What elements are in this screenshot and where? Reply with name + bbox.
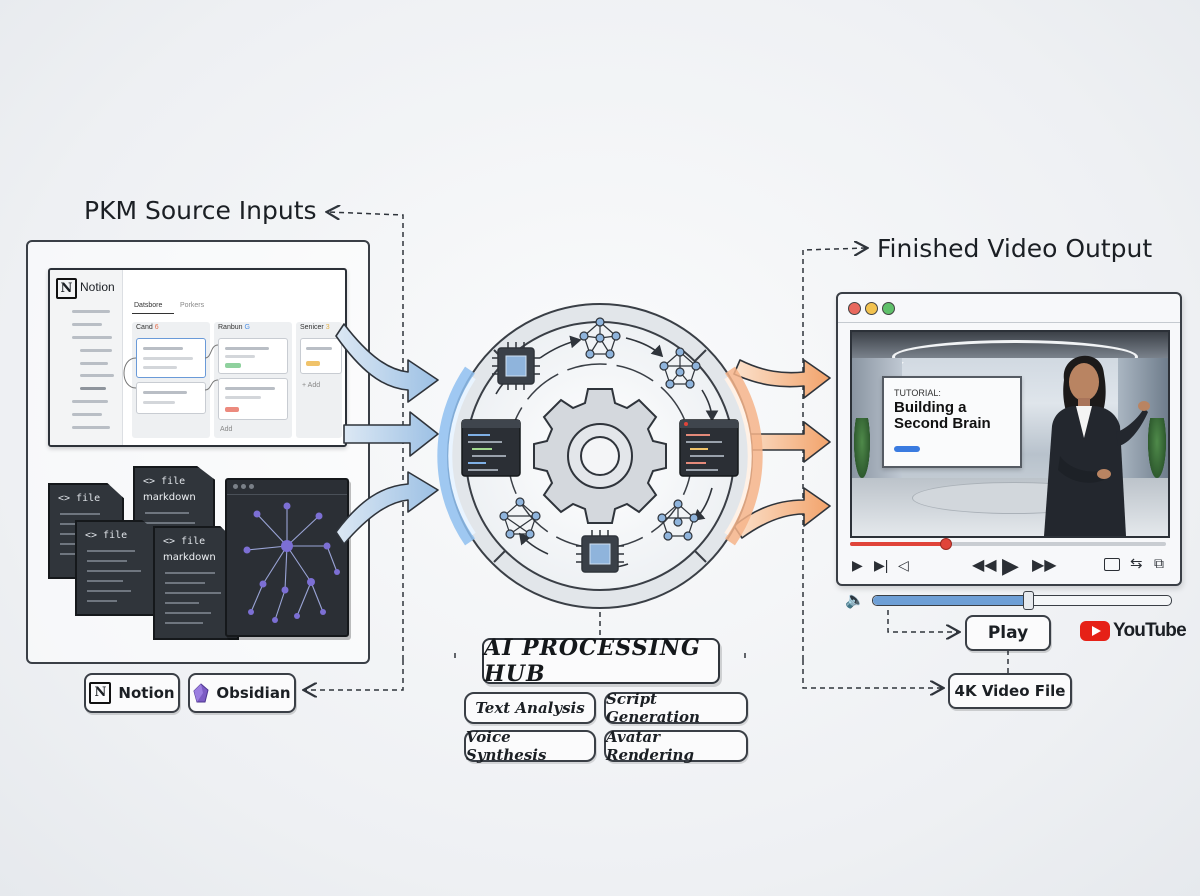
output-arrows [733,359,831,539]
youtube-logo: YouTube [1080,620,1187,642]
neural-network-icon [657,499,699,541]
plant-decoration [854,418,870,478]
capability-voice-synthesis: Voice Synthesis [464,728,596,764]
volume-handle[interactable] [1022,591,1034,610]
notion-logo-icon: N [89,682,112,704]
kanban-count: G [244,324,250,331]
tag-notion[interactable]: N Notion [84,673,180,713]
capability-script-generation: Script Generation [604,690,748,726]
video-player-window: TUTORIAL: Building a Second Brain ▶ ▶| ◁… [836,292,1182,586]
playback-progress-bar[interactable] [850,538,1166,550]
file-doc-title: <> file [163,536,206,547]
kanban-column-name: Cand [136,324,153,331]
neural-network-icon [659,347,701,389]
tag-obsidian[interactable]: Obsidian [188,673,296,713]
play-small-icon[interactable]: ▶ [852,557,863,573]
capability-avatar-rendering: Avatar Rendering [604,728,748,764]
volume-slider[interactable] [872,591,1172,610]
file-doc-subtitle: markdown [163,552,216,563]
capability-text-analysis: Text Analysis [464,692,596,724]
neural-network-icon [499,497,541,539]
output-arrow-top [733,359,831,399]
slide-title-line1: Building a [894,399,967,416]
slide-kicker: TUTORIAL: [894,388,941,398]
obsidian-graph-window [225,478,349,637]
window-minimize-icon[interactable] [865,302,878,315]
window-maximize-icon[interactable] [882,302,895,315]
kanban-card[interactable] [218,378,288,420]
play-pause-icon[interactable]: ▶ [1002,553,1019,578]
notion-app-name: Notion [80,280,115,294]
plant-decoration [1148,418,1166,478]
kanban-add-link[interactable]: + Add [302,382,321,389]
youtube-wordmark: YouTube [1113,620,1187,641]
volume-icon[interactable]: 🔈 [845,592,865,609]
notion-sidebar [50,270,123,445]
code-window-icon [679,419,739,477]
hub-title: AI PROCESSING HUB [484,635,701,687]
kanban-card[interactable] [300,338,342,374]
kanban-connectors [123,344,219,391]
window-close-icon[interactable] [848,302,861,315]
video-frame[interactable]: TUTORIAL: Building a Second Brain [850,330,1170,538]
kanban-card[interactable] [136,338,206,378]
playback-scrubber-handle[interactable] [939,538,952,550]
neural-network-icon [579,317,621,359]
kanban-count: 3 [325,324,330,331]
kanban-count: 6 [154,324,159,331]
youtube-play-icon [1080,621,1110,641]
notion-logo-icon: N [56,278,77,299]
rewind-icon[interactable]: ◀◀ [972,557,997,574]
gear-icon [533,388,667,524]
ai-hub-diagram [437,303,763,609]
file-doc-title: <> file [143,476,186,487]
kanban-add-link[interactable]: Add [220,426,233,433]
file-doc-subtitle: markdown [143,492,196,503]
pip-icon[interactable] [1104,558,1120,571]
kanban-column-2: Ranbun G Add [214,322,292,438]
tag-notion-label: Notion [118,684,175,702]
notion-tab-1[interactable]: Datsbore [134,302,163,309]
notion-window: N Notion Datsbore Porkers Cand 6 Ranbun … [48,268,347,447]
code-window-icon [461,419,521,477]
kanban-column-3: Senicer 3 + Add [296,322,342,438]
inputs-title: PKM Source Inputs [84,196,317,225]
obsidian-logo-icon [193,683,209,703]
file-doc-title: <> file [85,530,128,541]
tag-obsidian-label: Obsidian [216,684,291,702]
input-arrow-middle [343,411,439,457]
input-arrow-bottom [335,471,439,545]
skip-next-icon[interactable]: ▶| [874,557,889,573]
kanban-column-name: Ranbun [218,324,243,331]
fullscreen-icon[interactable]: ⧉ [1154,555,1164,571]
output-arrow-bottom [733,487,831,539]
kanban-column-name: Senicer [300,324,324,331]
kanban-card[interactable] [218,338,288,374]
chip-icon [492,342,540,390]
presenter-avatar [1044,355,1150,536]
graph-view-icon [243,502,340,623]
file-doc-title: <> file [58,493,101,504]
chip-icon [576,530,624,573]
input-arrow-top [335,323,439,403]
volume-fill [873,596,1028,605]
volume-small-icon[interactable]: ◁ [898,557,909,573]
file-doc: <> file markdown [153,526,239,640]
notion-tab-2[interactable]: Porkers [180,302,205,309]
kanban-column-1: Cand 6 [132,322,210,438]
fast-forward-icon[interactable]: ▶▶ [1032,557,1057,574]
slide-title-line2: Second Brain [894,415,991,432]
play-button[interactable]: Play [965,615,1051,651]
hub-title-box: AI PROCESSING HUB [482,635,720,687]
output-title: Finished Video Output [877,234,1153,263]
loop-icon[interactable]: ⇆ [1130,555,1143,572]
input-arrows [335,323,439,545]
tutorial-slide: TUTORIAL: Building a Second Brain [882,376,1022,468]
kanban-card[interactable] [136,382,206,414]
playback-progress-fill [850,542,945,546]
file-doc: <> file [75,520,161,616]
video-file-tag: 4K Video File [948,673,1072,709]
